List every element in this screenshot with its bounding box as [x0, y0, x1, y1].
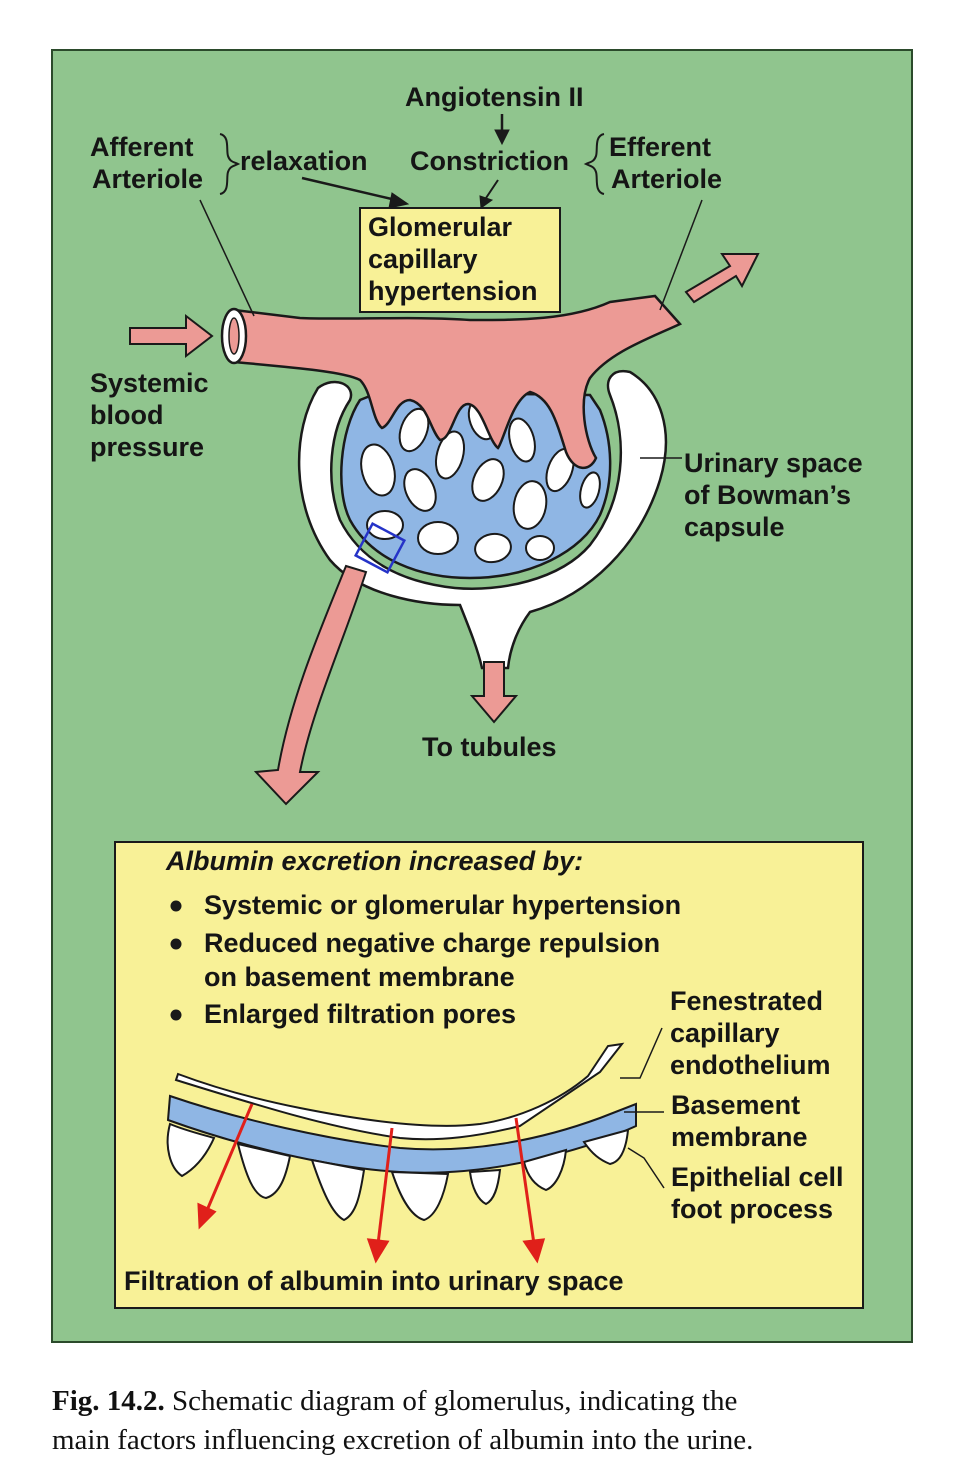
glomerular-label-1: Glomerular [368, 212, 513, 242]
albumin-leak-arrow [253, 564, 368, 806]
efferent-brace [583, 133, 605, 195]
efferent-leader [659, 199, 703, 311]
bowmans-capsule [297, 369, 668, 670]
efferent-label-2: Arteriole [611, 164, 722, 194]
capillary-lumens [360, 399, 601, 564]
albumin-info-box [114, 841, 864, 1309]
epithelial-leader [627, 1147, 665, 1189]
relaxation-label: relaxation [240, 146, 368, 176]
caption-line-1: Schematic diagram of glomerulus, indicat… [172, 1385, 738, 1417]
angiotensin-label: Angiotensin II [405, 82, 584, 112]
afferent-arteriole [232, 294, 683, 469]
systemic-label-2: blood [90, 400, 163, 430]
systemic-label-1: Systemic [90, 368, 209, 398]
fenestrated-label-3: endothelium [670, 1050, 831, 1080]
tubules-label: To tubules [422, 732, 557, 762]
glomerular-label-2: capillary [368, 244, 478, 274]
bullet-3: Enlarged filtration pores [204, 999, 516, 1029]
fenestrated-label-2: capillary [670, 1018, 780, 1048]
bullet-2b: on basement membrane [204, 962, 515, 992]
basement-label-2: membrane [671, 1122, 808, 1152]
afferent-label-1: Afferent [90, 132, 194, 162]
systemic-label-3: pressure [90, 432, 204, 462]
fenestrated-leader [620, 1027, 663, 1079]
caption-line-2: main factors influencing excretion of al… [52, 1424, 754, 1456]
urinary-label-3: capsule [684, 512, 785, 542]
bullet-1-dot [170, 900, 182, 912]
angiotensin-arrow [494, 129, 510, 146]
filtration-arrow-1 [197, 1202, 217, 1230]
afferent-leader [199, 199, 255, 317]
fenestrated-label-1: Fenestrated [670, 986, 823, 1016]
efferent-label-1: Efferent [609, 132, 711, 162]
epithelial-label-2: foot process [671, 1194, 833, 1224]
constriction-arrow [479, 195, 494, 209]
glomerular-label-3: hypertension [368, 276, 538, 306]
relaxation-arrow [388, 192, 410, 209]
efferent-exit-arrow [684, 253, 760, 304]
urinary-label-2: of Bowman’s [684, 480, 851, 510]
systemic-input-arrow [129, 313, 214, 359]
filtration-label: Filtration of albumin into urinary space [124, 1266, 624, 1296]
constriction-label: Constriction [410, 146, 569, 176]
figure-caption: Fig. 14.2. Schematic diagram of glomerul… [52, 1382, 932, 1460]
afferent-brace [219, 133, 241, 195]
filtration-arrow-3 [522, 1238, 546, 1264]
box-heading: Albumin excretion increased by: [165, 846, 583, 876]
epithelial-label-1: Epithelial cell [671, 1162, 844, 1192]
filtration-arrow-2 [366, 1238, 390, 1264]
urinary-label-1: Urinary space [684, 448, 863, 478]
bullet-2-dot [170, 938, 182, 950]
endothelium-layer [174, 1042, 625, 1141]
afferent-label-2: Arteriole [92, 164, 203, 194]
foot-processes [166, 1122, 630, 1222]
bullet-3-dot [170, 1009, 182, 1021]
bullet-1: Systemic or glomerular hypertension [204, 890, 681, 920]
figure-number: Fig. 14.2. [52, 1385, 165, 1417]
basement-label-1: Basement [671, 1090, 800, 1120]
magnification-box [353, 521, 407, 575]
bullet-2a: Reduced negative charge repulsion [204, 928, 660, 958]
to-tubules-arrow [469, 661, 519, 724]
glomerular-hypertension-box [359, 207, 561, 313]
